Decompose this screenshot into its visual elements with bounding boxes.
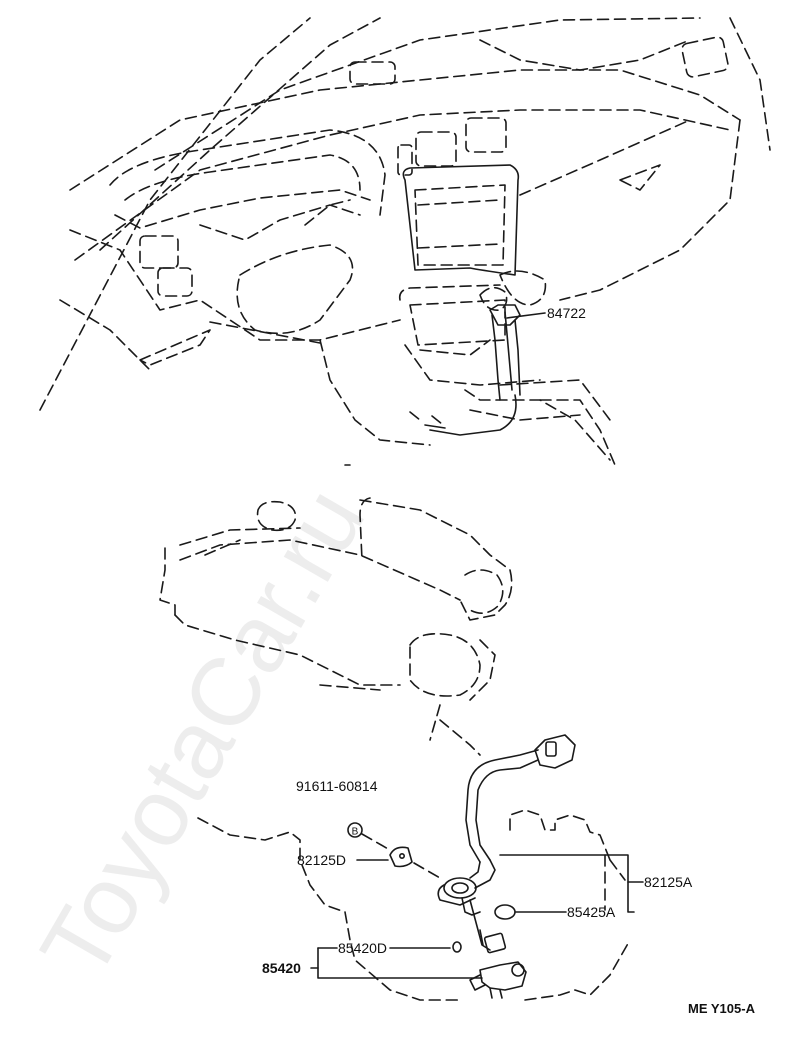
part-label-85420d: 85420D xyxy=(338,940,387,956)
harness-assembly: B xyxy=(197,734,631,1001)
diagram-code: ME Y105-A xyxy=(688,1001,756,1016)
bolt-marker: B xyxy=(352,827,359,838)
part-label-91611-60814: 91611-60814 xyxy=(296,778,378,794)
leader-lines xyxy=(310,312,644,979)
part-label-82125d: 82125D xyxy=(297,852,346,868)
dashboard-illustration xyxy=(39,17,771,466)
part-label-84722: 84722 xyxy=(547,305,586,321)
part-label-82125a: 82125A xyxy=(644,874,693,890)
part-label-85420: 85420 xyxy=(262,960,301,976)
engine-illustration xyxy=(159,497,513,756)
part-label-85425a: 85425A xyxy=(567,904,616,920)
